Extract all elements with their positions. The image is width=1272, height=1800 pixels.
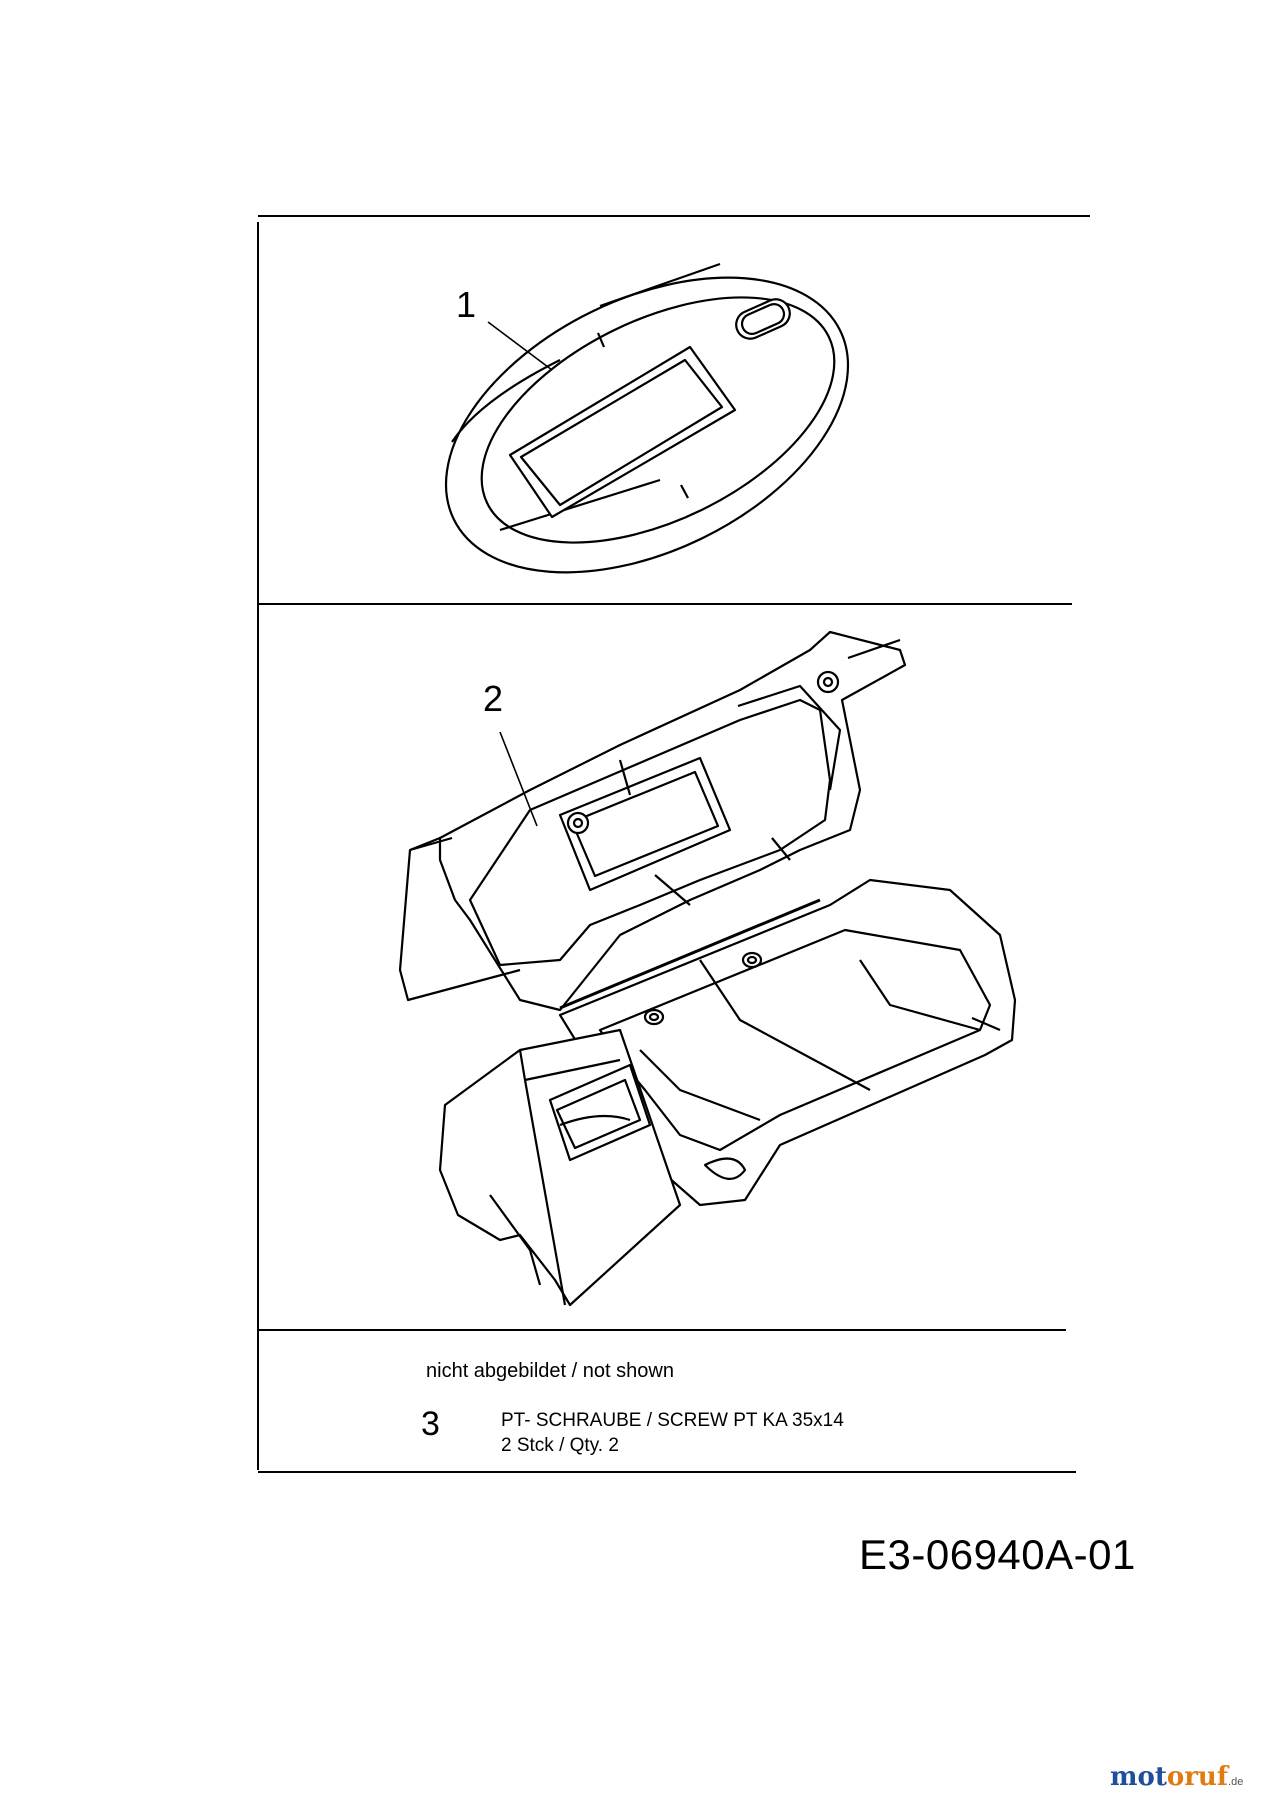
part-number-3: 3 — [421, 1405, 440, 1443]
part-2-box-housing — [398, 630, 1017, 1307]
watermark-tld: .de — [1228, 1776, 1244, 1788]
callout-1: 1 — [456, 284, 477, 325]
watermark-brand-b: oruf — [1166, 1762, 1229, 1792]
part-3-quantity: 2 Stck / Qty. 2 — [501, 1435, 619, 1456]
leader-line-2 — [499, 731, 538, 827]
part-3-text: PT- SCHRAUBE / SCREW PT KA 35x14 2 Stck … — [501, 1408, 844, 1458]
drawing-code: E3-06940A-01 — [859, 1531, 1136, 1578]
watermark-brand-a: mot — [1110, 1762, 1167, 1792]
not-shown-label: nicht abgebildet / not shown — [426, 1360, 674, 1382]
part-3-description: PT- SCHRAUBE / SCREW PT KA 35x14 — [501, 1410, 844, 1431]
part-1-display-cover — [444, 262, 850, 574]
watermark-logo[interactable]: motoruf.de — [1110, 1762, 1243, 1792]
frame-lines — [257, 215, 1090, 1473]
callout-2: 2 — [483, 678, 504, 719]
